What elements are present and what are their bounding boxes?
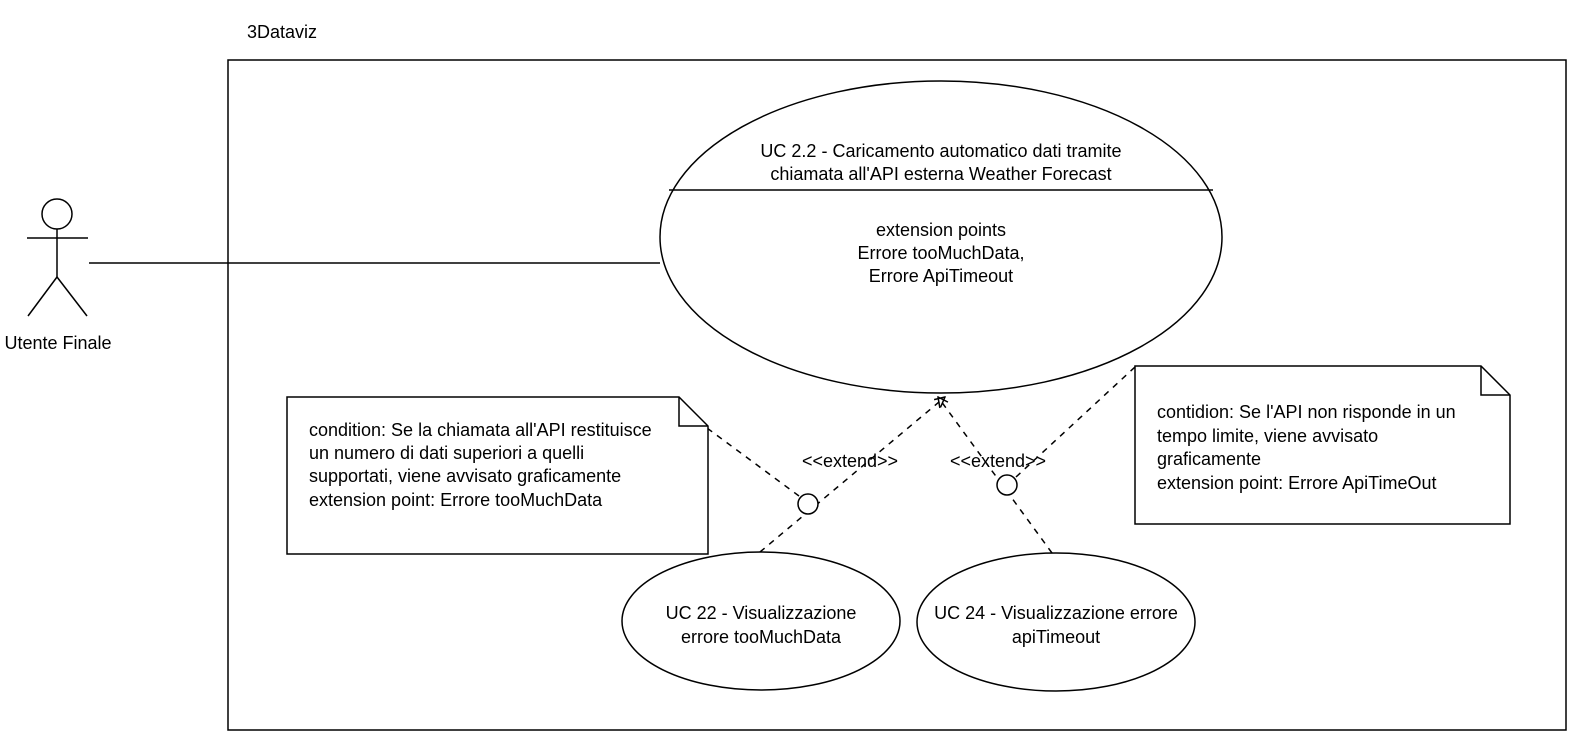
- extend-relation-uc22[interactable]: <<extend>>: [759, 397, 945, 553]
- note-condition-apitimeout[interactable]: contidion: Se l'API non risponde in un t…: [1134, 365, 1511, 525]
- note-left-line-4: extension point: Errore tooMuchData: [309, 490, 603, 510]
- extend-arrow-uc22: [759, 397, 945, 553]
- extension-point-apitimeout: Errore ApiTimeout: [869, 266, 1013, 286]
- use-case-uc-2-2-title-line-2: chiamata all'API esterna Weather Forecas…: [770, 164, 1111, 184]
- extend-label-left: <<extend>>: [802, 451, 898, 471]
- use-case-uc-24[interactable]: UC 24 - Visualizzazione errore apiTimeou…: [916, 552, 1196, 692]
- note-left-shape: [286, 396, 709, 555]
- note-right-line-3: graficamente: [1157, 449, 1261, 469]
- use-case-uc-24-line-1: UC 24 - Visualizzazione errore: [934, 603, 1178, 623]
- extend-label-right: <<extend>>: [950, 451, 1046, 471]
- note-right-line-4: extension point: Errore ApiTimeOut: [1157, 473, 1436, 493]
- actor-head: [41, 198, 73, 230]
- use-case-uc-2-2[interactable]: UC 2.2 - Caricamento automatico dati tra…: [659, 80, 1223, 394]
- extend-arrow-uc24: [938, 397, 1053, 554]
- extension-points-heading: extension points: [876, 220, 1006, 240]
- use-case-uc-22[interactable]: UC 22 - Visualizzazione errore tooMuchDa…: [621, 551, 901, 691]
- note-right-line-1: contidion: Se l'API non risponde in un: [1157, 402, 1456, 422]
- note-left-fold: [678, 397, 708, 427]
- note-left-line-1: condition: Se la chiamata all'API restit…: [309, 420, 652, 440]
- note-right-fold: [1480, 366, 1510, 396]
- extension-point-toomuchdata: Errore tooMuchData,: [857, 243, 1024, 263]
- note-condition-toomuchdata[interactable]: condition: Se la chiamata all'API restit…: [286, 396, 709, 555]
- actor-left-leg: [27, 276, 58, 317]
- note-anchor-circle-right: [996, 474, 1018, 496]
- system-name: 3Dataviz: [247, 22, 317, 42]
- actor-utente-finale[interactable]: Utente Finale: [4, 198, 112, 353]
- note-left-line-2: un numero di dati superiori a quelli: [309, 443, 584, 463]
- note-anchor-right: [1015, 366, 1136, 478]
- use-case-uc-24-line-2: apiTimeout: [1012, 627, 1100, 647]
- use-case-uc-24-ellipse: [916, 552, 1196, 692]
- note-right-line-2: tempo limite, viene avvisato: [1157, 426, 1378, 446]
- use-case-uc-2-2-title-line-1: UC 2.2 - Caricamento automatico dati tra…: [760, 141, 1121, 161]
- actor-name: Utente Finale: [4, 333, 111, 353]
- note-anchor-circle-left: [797, 493, 819, 515]
- extend-relation-uc24[interactable]: <<extend>>: [938, 397, 1053, 554]
- note-right-shape: [1134, 365, 1511, 525]
- actor-right-leg: [56, 276, 88, 317]
- use-case-uc-22-line-2: errore tooMuchData: [681, 627, 842, 647]
- use-case-uc-22-line-1: UC 22 - Visualizzazione: [666, 603, 857, 623]
- use-case-uc-22-ellipse: [621, 551, 901, 691]
- use-case-uc-2-2-ellipse: [659, 80, 1223, 394]
- note-left-line-3: supportati, viene avvisato graficamente: [309, 466, 621, 486]
